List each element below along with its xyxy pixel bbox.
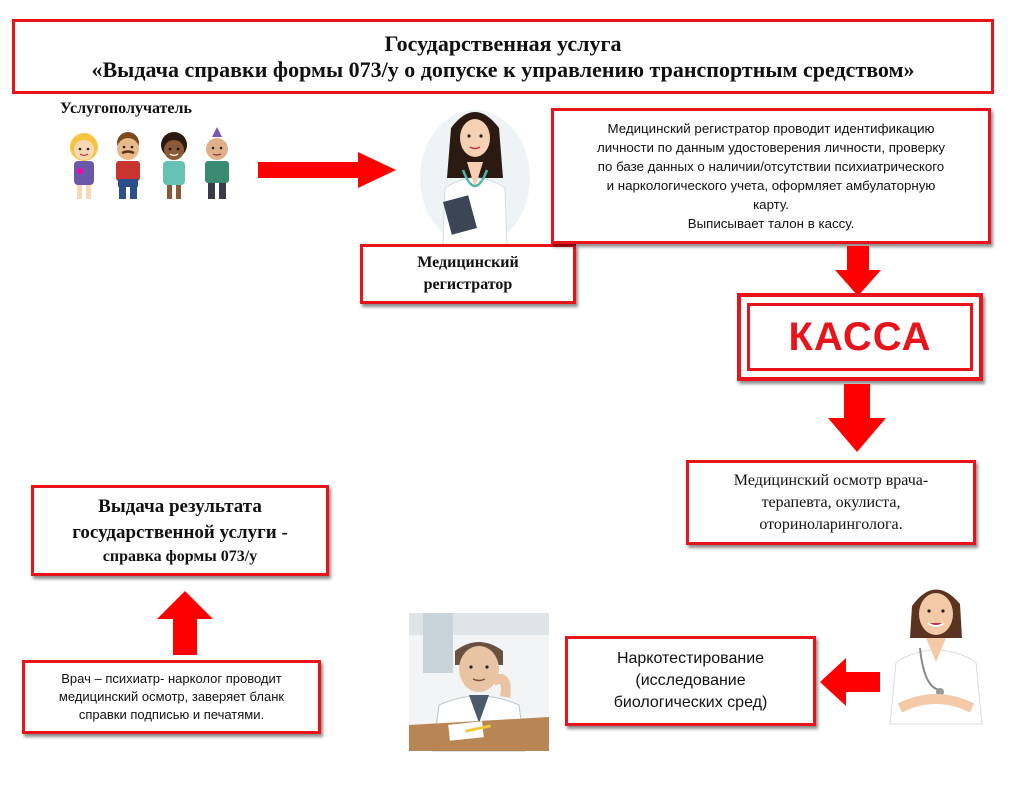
drug-test-box: Наркотестирование (исследование биологич… [565, 636, 816, 726]
result-line1: Выдача результата [98, 495, 262, 517]
medical-exam-line: оториноларинголога. [759, 515, 903, 533]
arrow-up-icon [157, 591, 213, 655]
registrar-description-line: Выписывает талон в кассу. [687, 216, 855, 231]
person-girl-icon [70, 133, 98, 199]
arrow-down-icon [835, 246, 881, 296]
result-box: Выдача результата государственной услуги… [31, 485, 329, 576]
registrar-woman-illustration [420, 110, 530, 247]
registrar-description-line: личности по данным удостоверения личност… [596, 140, 946, 155]
psychiatrist-line: медицинский осмотр, заверяет бланк [58, 689, 285, 704]
person-woman-icon [161, 132, 187, 199]
registrar-description-line: Медицинский регистратор проводит идентиф… [607, 121, 935, 136]
medical-exam-line: терапевта, окулиста, [761, 493, 901, 511]
drug-test-line: (исследование [635, 672, 746, 689]
arrow-right-icon [258, 152, 396, 188]
recipients-illustration [70, 127, 229, 199]
registrar-description-box: Медицинский регистратор проводит идентиф… [551, 108, 991, 244]
psychiatrist-line: Врач – психиатр- нарколог проводит [61, 671, 282, 686]
registrar-box: Медицинский регистратор [360, 244, 576, 304]
cashier-inner-frame: КАССА [747, 303, 973, 371]
medical-exam-box: Медицинский осмотр врача- терапевта, оку… [686, 460, 976, 545]
person-man-icon [116, 132, 140, 199]
result-line2: государственной услуги - [72, 521, 288, 543]
drug-test-line: биологических сред) [613, 694, 768, 711]
psychiatrist-line: справки подписью и печатями. [78, 707, 265, 722]
drug-test-line: Наркотестирование [616, 650, 765, 667]
nurse-illustration [889, 589, 983, 725]
registrar-description-line: по базе данных о наличии/отсутствии псих… [597, 159, 945, 174]
medical-exam-line: Медицинский осмотр врача- [733, 471, 929, 489]
service-title: Государственная услуга [384, 30, 622, 56]
registrar-description-line: и наркологического учета, оформляет амбу… [606, 178, 936, 193]
registrar-label-line2: регистратор [423, 276, 513, 293]
recipient-label: Услугополучатель [60, 100, 192, 117]
result-line3: справка формы 073/у [102, 547, 258, 565]
doctor-at-desk-illustration [409, 613, 549, 752]
cashier-label: КАССА [788, 314, 932, 359]
service-title-box: Государственная услуга «Выдача справки ф… [12, 19, 994, 94]
psychiatrist-box: Врач – психиатр- нарколог проводит медиц… [22, 660, 321, 734]
person-elder-icon [205, 127, 229, 199]
registrar-description-line: карту. [753, 197, 789, 212]
registrar-label-line1: Медицинский [417, 254, 519, 271]
arrow-down-icon [828, 384, 886, 452]
service-subtitle: «Выдача справки формы 073/у о допуске к … [91, 56, 915, 82]
cashier-box: КАССА [737, 293, 983, 381]
arrow-left-icon [820, 658, 880, 706]
